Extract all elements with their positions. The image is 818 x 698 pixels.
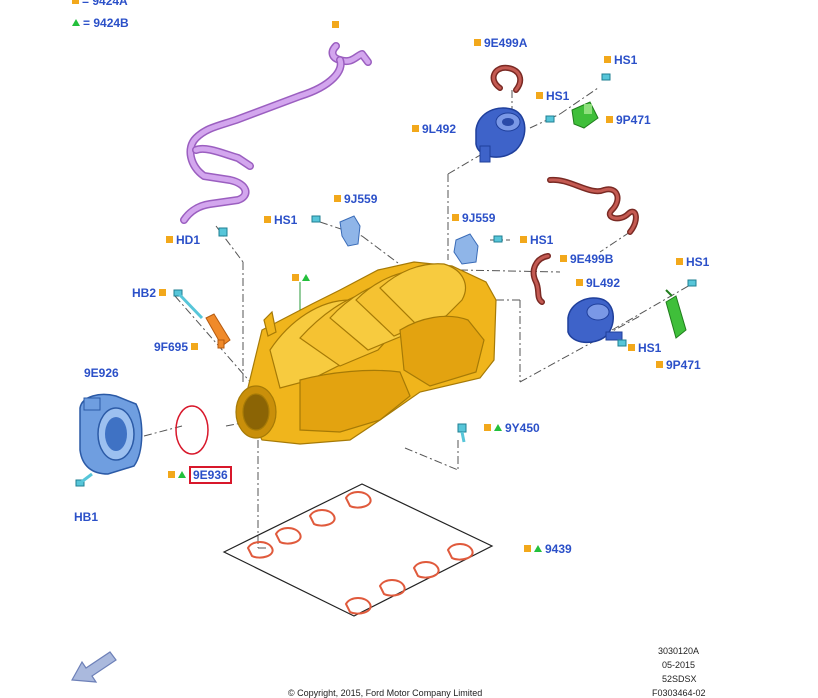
pcv-hose (180, 42, 372, 224)
callout-9e926[interactable]: 9E926 (84, 366, 119, 380)
callout-hs1-top-mid[interactable]: HS1 (536, 89, 569, 103)
square-marker-icon (576, 279, 583, 286)
square-marker-icon (191, 343, 199, 350)
sensor-9f695 (205, 313, 231, 349)
callout-9e499a[interactable]: 9E499A (474, 36, 527, 50)
square-marker-icon (560, 255, 567, 262)
hose-right (547, 176, 639, 235)
legend-triangle-text: = 9424B (83, 16, 129, 30)
intake-manifold (235, 261, 497, 445)
sensor-9p471-right (665, 289, 687, 339)
o-ring-9e936 (175, 405, 209, 455)
callout-9p471-top[interactable]: 9P471 (606, 113, 651, 127)
callout-hs1-top-right[interactable]: HS1 (604, 53, 637, 67)
square-marker-icon (452, 214, 459, 221)
square-marker-icon (72, 0, 79, 4)
footer-copyright: © Copyright, 2015, Ford Motor Company Li… (288, 688, 483, 698)
callout-manifold-markers (292, 271, 313, 285)
callout-9439[interactable]: 9439 (524, 542, 572, 556)
callout-hs1-lower-right[interactable]: HS1 (628, 341, 661, 355)
legend-square-item: = 9424A (72, 0, 128, 8)
square-marker-icon (604, 56, 611, 63)
throttle-body (79, 393, 143, 475)
square-marker-icon (168, 471, 175, 478)
stud-9y450-shank (460, 431, 466, 443)
footer-ref-3: 52SDSX (662, 674, 697, 684)
callout-9y450[interactable]: 9Y450 (484, 421, 540, 435)
purge-valve-top (475, 107, 526, 163)
callout-9f695[interactable]: 9F695 (154, 340, 201, 354)
callout-9j559-right[interactable]: 9J559 (452, 211, 495, 225)
callout-9p471-right[interactable]: 9P471 (656, 358, 701, 372)
legend-square-text: = 9424A (82, 0, 128, 8)
square-marker-icon (159, 289, 167, 296)
callout-hb2[interactable]: HB2 (132, 286, 169, 300)
callout-top-hose-marker (332, 18, 342, 32)
footer-ref-4: F0303464-02 (652, 688, 706, 698)
footer-ref-1: 3030120A (658, 646, 700, 656)
square-marker-icon (474, 39, 481, 46)
callout-hd1[interactable]: HD1 (166, 233, 200, 247)
triangle-marker-icon (534, 545, 542, 552)
square-marker-icon (332, 21, 339, 28)
square-marker-icon (166, 236, 173, 243)
callout-9l492-right[interactable]: 9L492 (576, 276, 620, 290)
square-marker-icon (628, 344, 635, 351)
triangle-marker-icon (178, 471, 186, 478)
square-marker-icon (656, 361, 663, 368)
bracket-9j559-left (339, 215, 361, 247)
square-marker-icon (484, 424, 491, 431)
sensor-9p471-top (571, 101, 599, 129)
bolt-hb1-shank (79, 472, 93, 485)
callout-9l492-top[interactable]: 9L492 (412, 122, 456, 136)
callout-hs1-left[interactable]: HS1 (264, 213, 297, 227)
square-marker-icon (264, 216, 271, 223)
callout-9e936[interactable]: 9E936 (168, 466, 232, 484)
square-marker-icon (412, 125, 419, 132)
highlighted-part-number: 9E936 (189, 466, 232, 484)
square-marker-icon (536, 92, 543, 99)
callout-hs1-far-right[interactable]: HS1 (676, 255, 709, 269)
square-marker-icon (334, 195, 341, 202)
triangle-marker-icon (302, 274, 310, 281)
callout-9j559-left[interactable]: 9J559 (334, 192, 377, 206)
square-marker-icon (520, 236, 527, 243)
triangle-marker-icon (72, 19, 80, 26)
arrow-down-left-icon (71, 651, 117, 683)
legend-triangle-item: = 9424B (72, 16, 129, 30)
bolt-hb2-shank (176, 291, 204, 320)
callout-9e499b[interactable]: 9E499B (560, 252, 613, 266)
footer-ref-2: 05-2015 (662, 660, 696, 670)
purge-valve-right (567, 297, 623, 344)
gasket-9439 (222, 483, 494, 617)
callout-hs1-mid-right[interactable]: HS1 (520, 233, 553, 247)
callout-hb1[interactable]: HB1 (74, 510, 99, 524)
square-marker-icon (524, 545, 531, 552)
square-marker-icon (606, 116, 613, 123)
square-marker-icon (676, 258, 683, 265)
triangle-marker-icon (494, 424, 502, 431)
bracket-9j559-right (453, 233, 479, 265)
square-marker-icon (292, 274, 299, 281)
